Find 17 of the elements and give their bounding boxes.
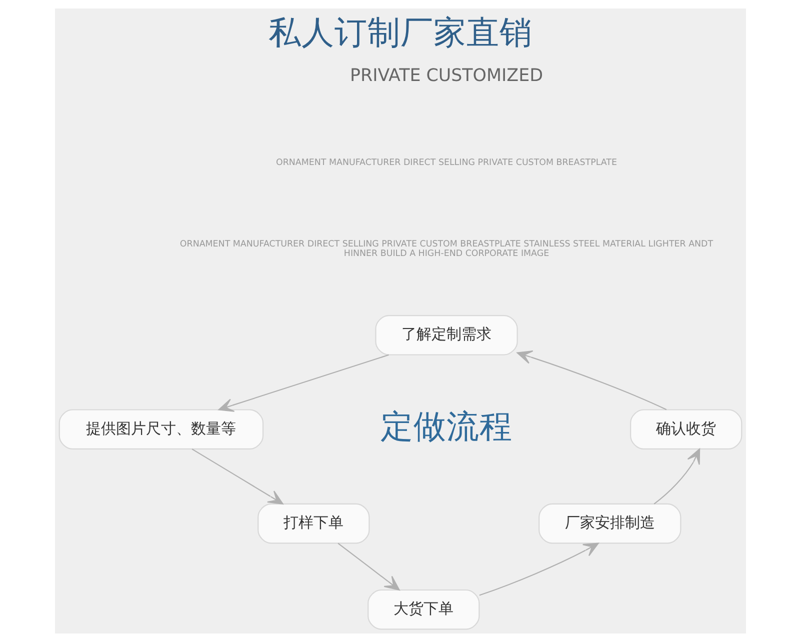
node-box: 厂家安排制造 [538, 503, 681, 544]
label: 定做流程 [380, 408, 512, 446]
node-box: 打样下单 [257, 503, 370, 544]
node-box: 提供图片尺寸、数量等 [58, 409, 264, 450]
arrow [337, 542, 400, 590]
node-box: 了解定制需求 [374, 315, 518, 356]
diagram-title: 私人订制厂家直销 [268, 13, 532, 52]
node-box: 确认收货 [630, 409, 742, 450]
arrow [218, 354, 388, 412]
label: PRIVATE CUSTOMIZED [350, 66, 543, 86]
label: ORNAMENT MANUFACTURER DIRECT SELLING PRIVATE CUSTOM BREASTPLATE [276, 158, 616, 168]
arrow [478, 542, 598, 596]
label: ORNAMENT MANUFACTURER DIRECT SELLING PRIVATE CUSTOM BREASTPLATE STAINLESS STEEL MATERIAL LIGHTER ANDT HINNER BUILD A HIGH-END CORPORATE IMAGE [179, 239, 713, 260]
arrow [516, 350, 666, 410]
arrow [191, 448, 283, 504]
arrow [653, 448, 700, 504]
node-box: 大货下单 [367, 589, 480, 630]
